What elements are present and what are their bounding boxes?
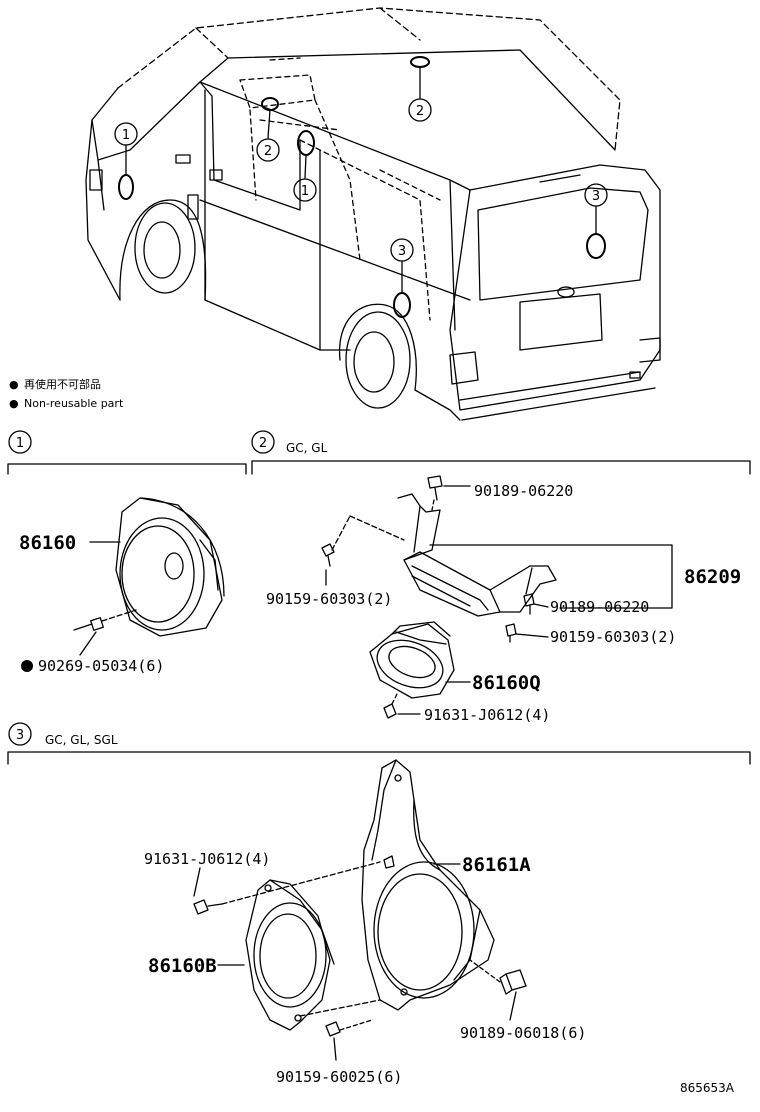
callout-speaker-front-door-far: 1: [301, 184, 309, 199]
part-90189-06018: 90189-06018(6): [460, 1024, 586, 1042]
part-86160q: 86160Q: [472, 672, 541, 694]
vehicle-callout-labels: 1 2 1 2 3 3: [122, 104, 600, 259]
legend-symbol-en: ●: [9, 397, 19, 410]
legend: ● 再使用不可部品 ● Non-reusable part: [9, 377, 124, 410]
section-1-labels: 86160 90269-05034(6): [19, 532, 164, 675]
part-90189-06220-mid: 90189-06220: [550, 598, 649, 616]
section-3-bracket-drawing: [193, 759, 527, 1061]
section-headers: [7, 430, 751, 765]
part-86209: 86209: [684, 566, 741, 588]
part-90159-60303-left: 90159-60303(2): [266, 590, 392, 608]
section-2-variant: GC, GL: [286, 441, 328, 455]
callout-speaker-roof: 2: [416, 104, 424, 119]
callout-speaker-rear-door: 3: [592, 189, 600, 204]
part-86160b: 86160B: [148, 955, 217, 977]
legend-text-en: Non-reusable part: [24, 397, 124, 410]
callout-speaker-front-door: 1: [122, 128, 130, 143]
van-illustration: [85, 7, 661, 421]
callout-speaker-side-panel: 3: [398, 244, 406, 259]
section-2-number: 2: [259, 436, 267, 451]
part-90159-60303-right: 90159-60303(2): [550, 628, 676, 646]
section-3-variant: GC, GL, SGL: [45, 733, 118, 747]
callout-speaker-dash: 2: [264, 144, 272, 159]
legend-text-jp: 再使用不可部品: [24, 377, 101, 391]
part-86161a: 86161A: [462, 854, 531, 876]
section-1-speaker-drawing: [73, 497, 225, 656]
part-90159-60025: 90159-60025(6): [276, 1068, 402, 1086]
part-90269-05034: 90269-05034(6): [38, 657, 164, 675]
diagram-reference: 865653A: [680, 1081, 735, 1095]
part-91631-j0612-s2: 91631-J0612(4): [424, 706, 550, 724]
section-2-bracket-drawing: [321, 475, 673, 719]
section-2-labels: 90189-06220 90159-60303(2) 86209 90189-0…: [266, 482, 741, 724]
part-91631-j0612-s3: 91631-J0612(4): [144, 850, 270, 868]
non-reusable-marker-icon: [21, 660, 33, 672]
part-90189-06220-top: 90189-06220: [474, 482, 573, 500]
section-1-number: 1: [16, 436, 24, 451]
legend-symbol-jp: ●: [9, 378, 19, 391]
section-3-labels: 91631-J0612(4) 86161A 86160B 90189-06018…: [144, 850, 586, 1086]
section-3-number: 3: [16, 728, 24, 743]
section-header-labels: 1 2 GC, GL 3 GC, GL, SGL: [16, 436, 328, 747]
part-86160: 86160: [19, 532, 76, 554]
